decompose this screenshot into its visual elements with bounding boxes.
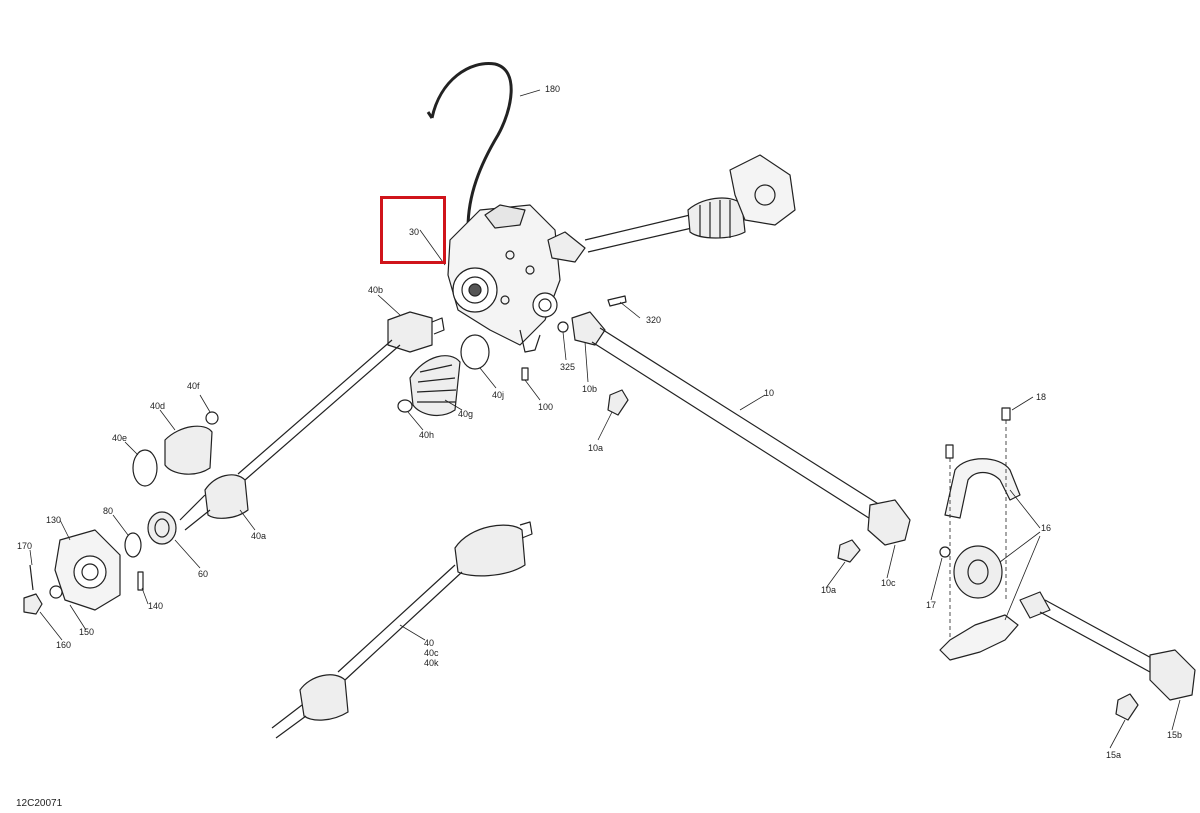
bolt-18	[1001, 407, 1011, 421]
callout-160[interactable]: 160	[56, 640, 72, 650]
callout-325[interactable]: 325	[560, 362, 576, 372]
callout-180[interactable]: 180	[545, 84, 561, 94]
callout-60[interactable]: 60	[198, 569, 209, 579]
cross-joint-15a	[1115, 693, 1139, 721]
bolt-320	[607, 295, 627, 307]
callout-10a[interactable]: 10a	[821, 585, 837, 595]
callout-130[interactable]: 130	[46, 515, 62, 525]
inner-joint-40b	[387, 311, 445, 353]
callout-15a[interactable]: 15a	[1106, 750, 1122, 760]
callout-10c[interactable]: 10c	[881, 578, 896, 588]
bolt-140	[137, 571, 144, 591]
callout-10[interactable]: 10	[764, 388, 775, 398]
callout-80[interactable]: 80	[103, 506, 114, 516]
callout-40c[interactable]: 40c	[424, 648, 439, 658]
cross-joint-10a	[607, 389, 629, 416]
complete-axle-40	[271, 521, 533, 739]
callout-40b[interactable]: 40b	[368, 285, 384, 295]
callout-40a[interactable]: 40a	[251, 531, 267, 541]
callout-140[interactable]: 140	[148, 601, 164, 611]
wheel-hub-130	[54, 529, 121, 611]
diagram-code: 12C20071	[16, 798, 63, 809]
propeller-shaft-10	[571, 311, 911, 546]
callout-170[interactable]: 170	[17, 541, 33, 551]
bolt-100	[521, 367, 529, 381]
nut-325	[557, 321, 569, 333]
left-half-shaft	[179, 339, 401, 531]
callout-40e[interactable]: 40e	[112, 433, 128, 443]
boot-40g	[409, 355, 461, 417]
vent-hose	[430, 62, 513, 229]
right-drive-shaft	[547, 154, 796, 263]
callout-30[interactable]: 30	[409, 227, 420, 237]
ring-17	[939, 546, 951, 558]
callout-10b[interactable]: 10b	[582, 384, 598, 394]
clamp-40h	[397, 399, 413, 413]
callout-15b[interactable]: 15b	[1167, 730, 1183, 740]
callout-40g[interactable]: 40g	[458, 409, 474, 419]
differential-housing	[447, 204, 561, 353]
callout-40f[interactable]: 40f	[187, 381, 200, 391]
callout-40[interactable]: 40	[424, 638, 435, 648]
boot-40d	[164, 425, 213, 475]
support-bearing	[953, 545, 1003, 599]
pin-170	[29, 564, 34, 591]
callout-100[interactable]: 100	[538, 402, 554, 412]
bolt-18b	[945, 444, 954, 459]
circlip-80	[124, 532, 142, 558]
callout-150[interactable]: 150	[79, 627, 95, 637]
callout-40k[interactable]: 40k	[424, 658, 439, 668]
callout-40d[interactable]: 40d	[150, 401, 166, 411]
cross-joint-10a-lower	[837, 539, 861, 563]
callout-10a[interactable]: 10a	[588, 443, 604, 453]
callout-16[interactable]: 16	[1041, 523, 1052, 533]
nut-160	[23, 593, 43, 615]
bearing-60	[147, 511, 177, 545]
rear-propeller-shaft	[1019, 591, 1196, 701]
clamp-40j	[460, 334, 490, 370]
clamp-40e	[132, 449, 158, 487]
clamp-40f	[205, 411, 219, 425]
callout-40h[interactable]: 40h	[419, 430, 435, 440]
support-bracket-lower	[939, 614, 1019, 661]
washer-150	[49, 585, 63, 599]
callout-18[interactable]: 18	[1036, 392, 1047, 402]
support-bracket-upper	[944, 458, 1021, 519]
callout-320[interactable]: 320	[646, 315, 662, 325]
callout-40j[interactable]: 40j	[492, 390, 505, 400]
callout-17[interactable]: 17	[926, 600, 937, 610]
highlighted-part-box	[380, 196, 446, 264]
